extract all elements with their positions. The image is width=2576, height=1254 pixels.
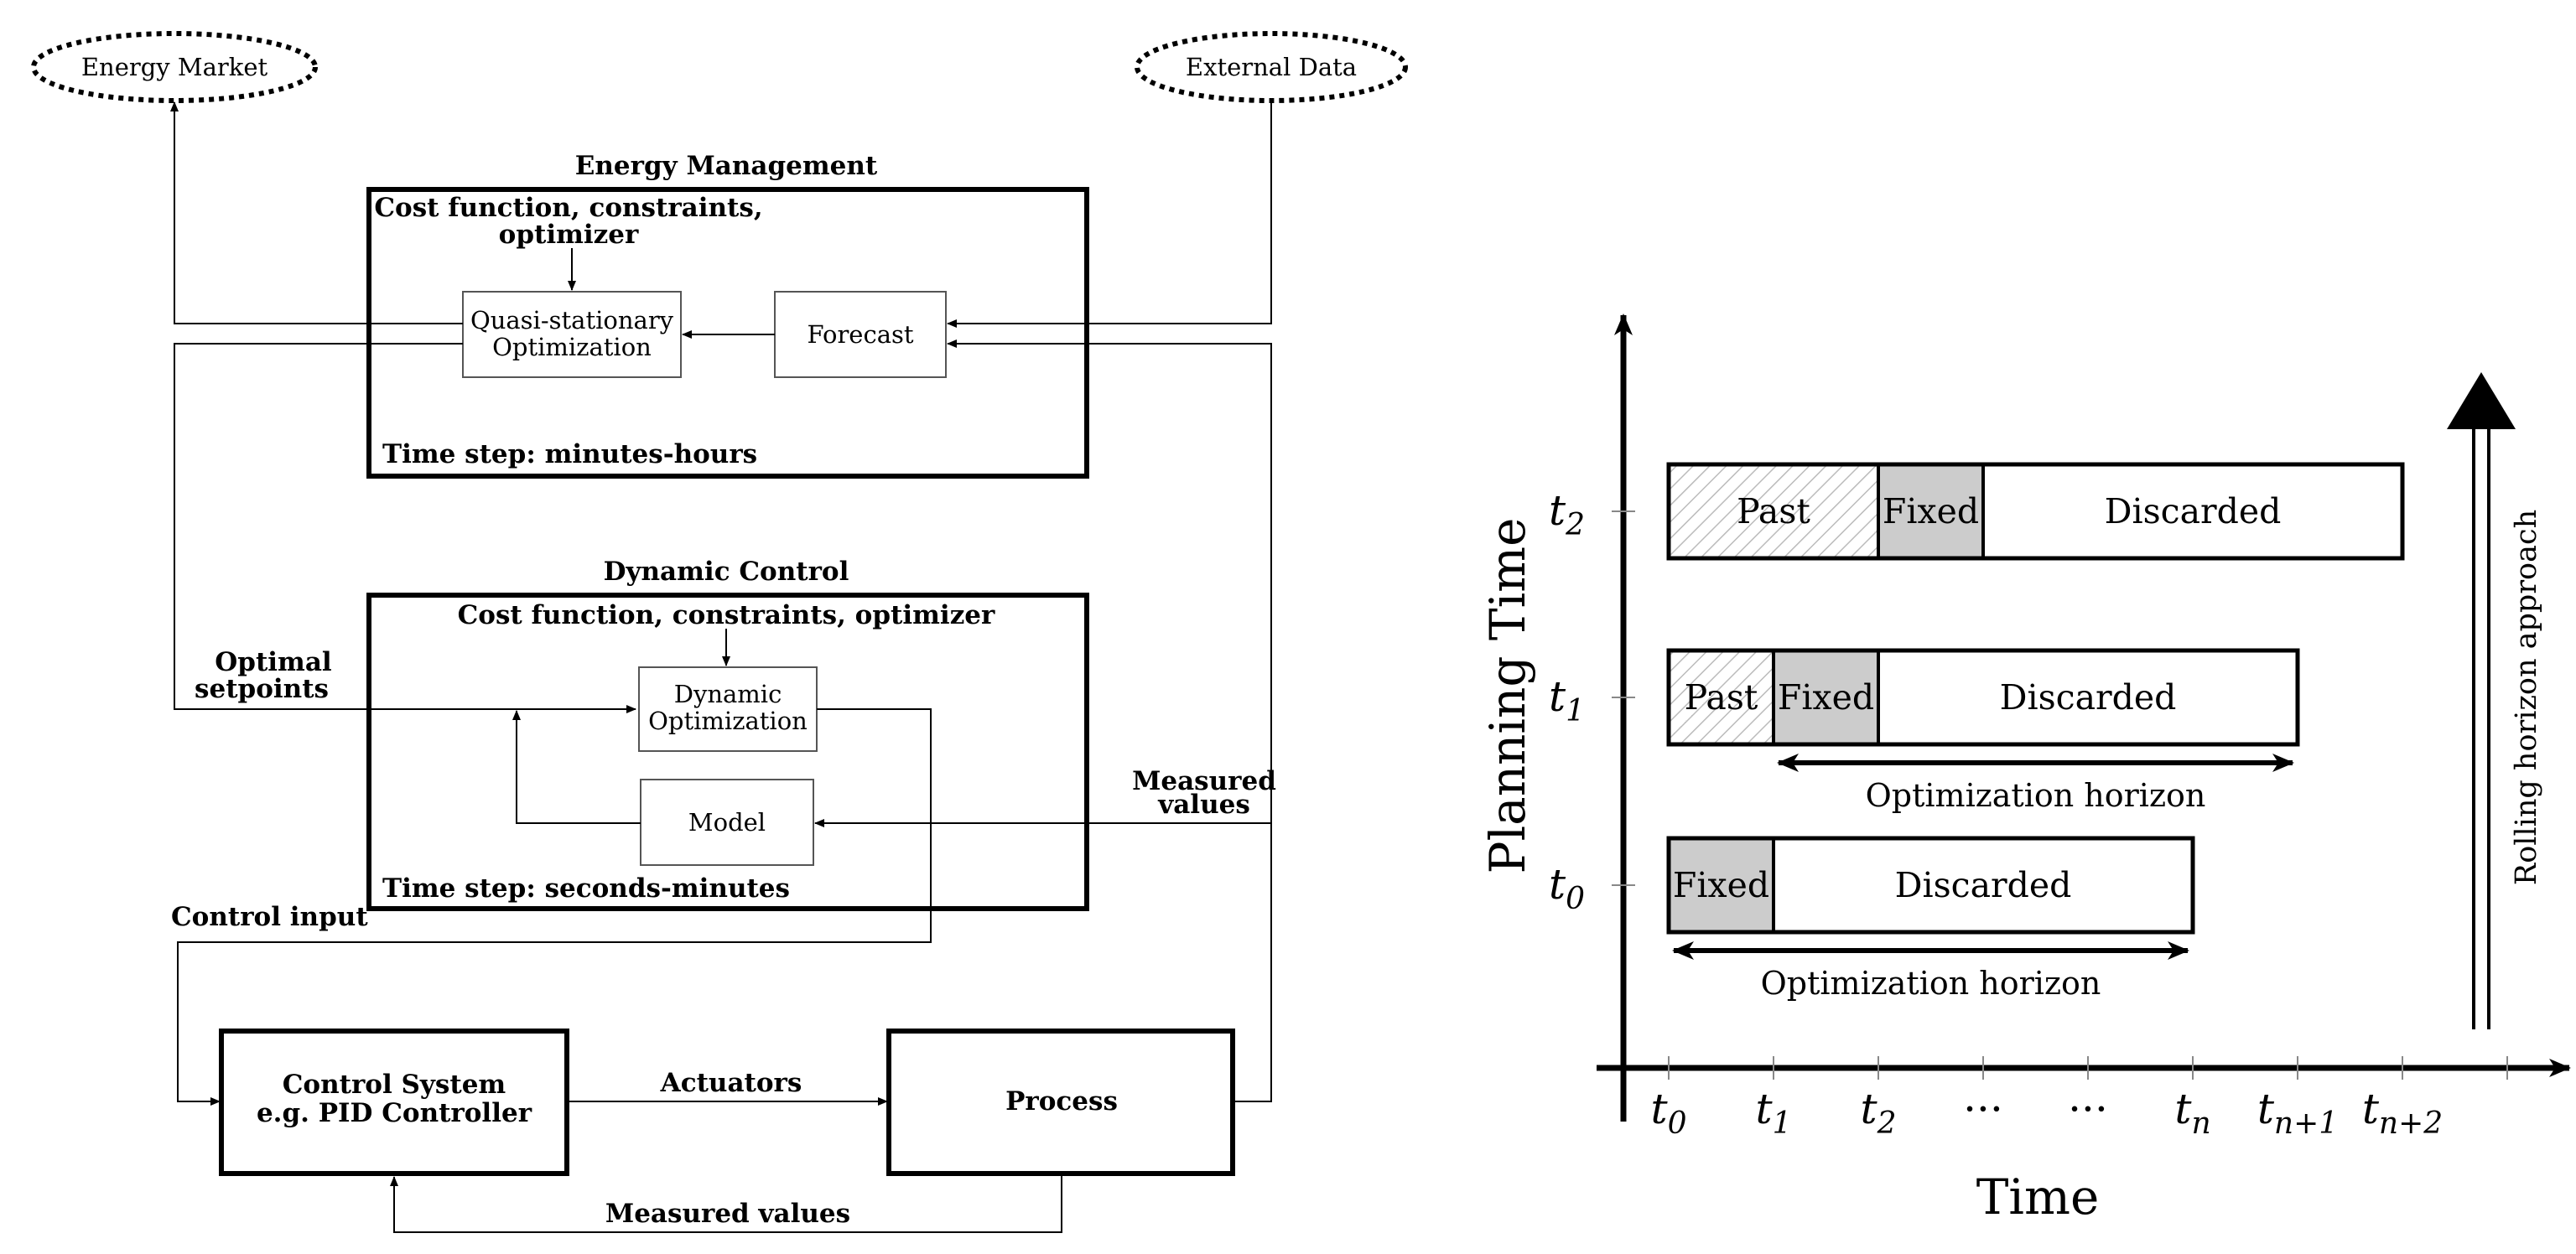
x-tick-label: tn (2174, 1085, 2210, 1141)
past-label: Past (1737, 491, 1810, 531)
rolling-horizon-arrow (2447, 372, 2516, 1029)
fixed-segment (1877, 463, 1985, 560)
qs-optimization-line1: Quasi-stationary (470, 306, 674, 334)
discarded-label: Discarded (1895, 865, 2072, 905)
fixed-label: Fixed (1778, 677, 1874, 718)
optimization-horizon-label: Optimization horizon (1761, 965, 2101, 1002)
dc-time-step: Time step: seconds-minutes (382, 873, 790, 904)
measured-values-line1: Measured (1132, 766, 1276, 796)
planning-row: Past Fixed Discarded (1666, 462, 2405, 561)
actuators-label: Actuators (660, 1068, 802, 1098)
energy-management-title: Energy Management (575, 151, 878, 181)
past-label: Past (1685, 677, 1758, 718)
x-tick-label: t0 (1651, 1085, 1687, 1141)
control-system-line2: e.g. PID Controller (257, 1098, 532, 1128)
x-tick-label: t2 (1861, 1085, 1897, 1141)
dynamic-control-box (366, 593, 1089, 911)
control-architecture-diagram: Energy Market External Data Energy Manag… (31, 31, 1408, 1233)
x-tick-label: tn+2 (2362, 1085, 2443, 1141)
rolling-horizon-diagram: Planning Time Time t0 t1 t2 t0 t1 t2 ··· ··· tn… (1479, 314, 2571, 1226)
em-inputs-line1: Cost function, constraints, (374, 193, 762, 223)
energy-market-node: Energy Market (31, 31, 318, 103)
discarded-segment (1772, 837, 2194, 934)
process-label: Process (1005, 1086, 1118, 1117)
em-inputs-line2: optimizer (499, 220, 639, 250)
em-time-step: Time step: minutes-hours (382, 439, 757, 469)
energy-management-box (366, 187, 1089, 479)
dc-inputs: Cost function, constraints, optimizer (458, 600, 995, 630)
qs-optimization-line2: Optimization (492, 333, 652, 361)
optimal-setpoints-line1: Optimal (215, 647, 331, 677)
forecast-label: Forecast (807, 320, 913, 349)
rolling-horizon-label: Rolling horizon approach (2510, 510, 2543, 885)
forecast-box (774, 291, 947, 378)
row-outline (1666, 462, 2405, 561)
control-input-label: Control input (171, 902, 368, 932)
y-tick-label: t0 (1549, 860, 1585, 916)
y-axis-label: Planning Time (1479, 518, 1536, 874)
x-axis-label: Time (1976, 1168, 2100, 1226)
energy-market-label: Energy Market (81, 53, 268, 81)
x-tick-label: ··· (2068, 1085, 2108, 1133)
model-label: Model (688, 808, 766, 837)
x-tick-label: tn+1 (2257, 1085, 2338, 1141)
optimal-setpoints-line2: setpoints (195, 674, 329, 704)
control-system-line1: Control System (283, 1070, 506, 1100)
discarded-label: Discarded (2000, 677, 2177, 718)
dyn-optimization-line2: Optimization (648, 707, 808, 735)
dynamic-optimization-box (638, 666, 818, 752)
process-box (886, 1029, 1235, 1176)
row-outline (1666, 836, 2195, 935)
dyn-optimization-line1: Dynamic (674, 680, 782, 708)
x-tick-label: t1 (1756, 1085, 1792, 1141)
external-data-label: External Data (1186, 53, 1357, 81)
fixed-segment (1772, 649, 1880, 746)
quasi-stationary-optimization-box (462, 291, 682, 378)
measured-values-line2: values (1157, 790, 1250, 820)
y-tick-label: t1 (1549, 672, 1585, 728)
x-tick-label: ··· (1963, 1085, 2003, 1133)
external-data-node: External Data (1135, 31, 1408, 103)
measured-values-bottom-label: Measured values (605, 1199, 850, 1229)
optimization-horizon-label: Optimization horizon (1866, 777, 2206, 814)
discarded-label: Discarded (2105, 491, 2282, 531)
fixed-label: Fixed (1883, 491, 1979, 531)
dynamic-control-title: Dynamic Control (604, 557, 849, 587)
fixed-label: Fixed (1673, 865, 1769, 905)
y-tick-label: t2 (1549, 486, 1585, 542)
row-outline (1666, 648, 2300, 747)
